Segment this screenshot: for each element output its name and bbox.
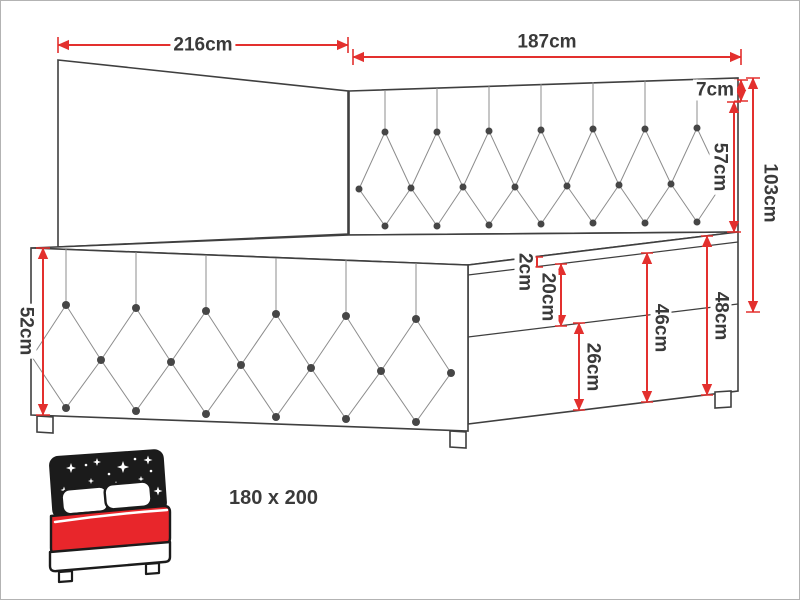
- dimension-label-26: 26cm: [582, 339, 604, 395]
- icon-stars: [60, 455, 163, 506]
- dimension-label-103: 103cm: [759, 160, 781, 226]
- dimension-end-ticks: [36, 37, 760, 416]
- dimension-label-2: 2cm: [514, 249, 536, 295]
- dimension-label-20: 20cm: [537, 269, 559, 325]
- icon-sheet-fold: [53, 508, 169, 524]
- dimension-label-216: 216cm: [170, 34, 236, 56]
- front-panel-buttons: [62, 301, 455, 426]
- side-panel-back: [57, 59, 349, 248]
- dimension-lines: [36, 37, 760, 416]
- dimension-label-57: 57cm: [709, 139, 731, 195]
- dimension-label-46: 46cm: [650, 300, 672, 356]
- front-tufted-panel: [30, 247, 469, 432]
- bed-leg: [36, 415, 54, 434]
- bed-structure: [30, 59, 739, 449]
- icon-pillow-right: [103, 480, 153, 511]
- icon-leg: [57, 569, 74, 584]
- headboard-panel: [348, 77, 739, 236]
- bed-leg: [714, 390, 732, 409]
- base-right-face: [467, 231, 739, 425]
- bed-size-label: 180 x 200: [229, 487, 318, 509]
- icon-bed-base: [48, 540, 172, 573]
- headboard-buttons: [355, 124, 727, 230]
- dimension-label-187: 187cm: [514, 31, 580, 53]
- bed-size-icon: [48, 449, 172, 584]
- bed-leg: [449, 430, 467, 449]
- base-seam-lines: [467, 241, 739, 338]
- dimension-label-7: 7cm: [692, 79, 738, 101]
- dimension-label-52: 52cm: [15, 303, 37, 359]
- icon-leg: [144, 561, 161, 576]
- dimension-label-48: 48cm: [710, 288, 732, 344]
